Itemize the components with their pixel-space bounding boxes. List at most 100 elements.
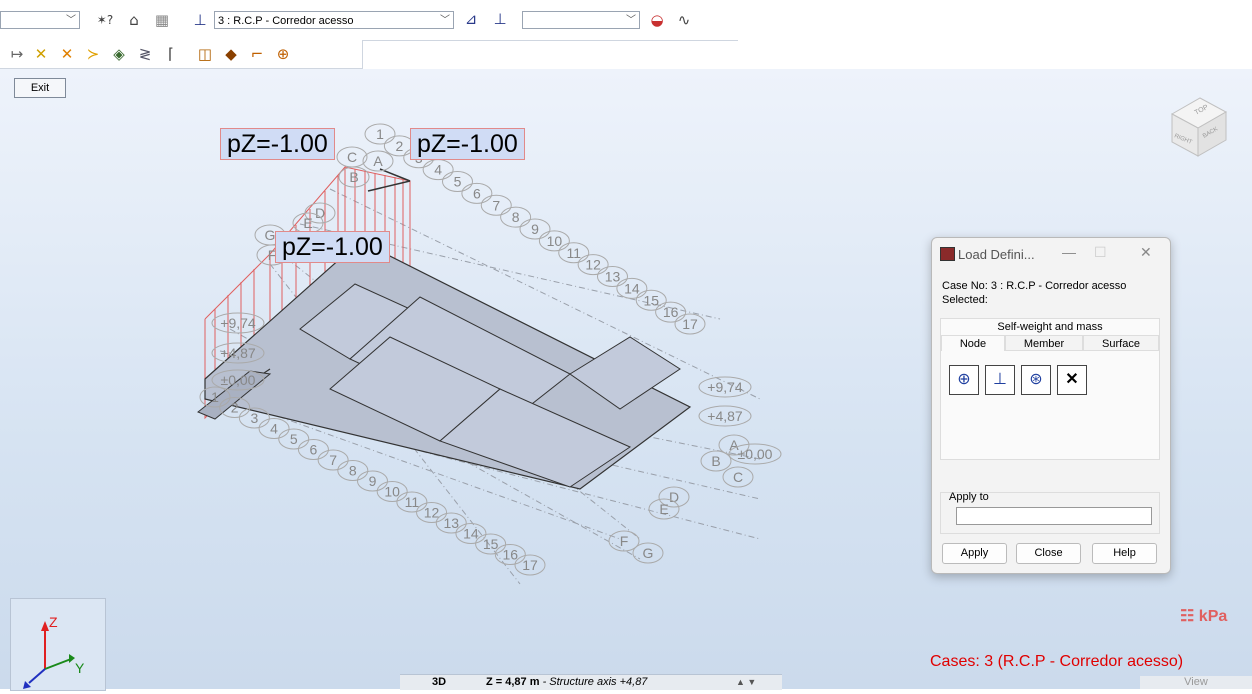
- tab-node[interactable]: Node: [941, 335, 1005, 351]
- grid-bubble: [475, 533, 507, 555]
- grid-letter-left: F: [268, 247, 277, 263]
- grid-bubble: [211, 312, 265, 334]
- chevron-down-icon: ﹀: [66, 15, 76, 26]
- exit-button[interactable]: Exit: [14, 78, 66, 98]
- z-value: Z = 4,87 m: [486, 676, 540, 688]
- apply-button[interactable]: Apply: [942, 543, 1007, 564]
- grid-bubble: [278, 428, 310, 450]
- release-icon[interactable]: ≷: [138, 45, 152, 63]
- material-icon[interactable]: ◆: [225, 45, 237, 63]
- display-icon[interactable]: ⌂: [129, 11, 139, 29]
- grid-number-bottom: 13: [443, 515, 459, 531]
- grid-number-top: 8: [512, 209, 520, 225]
- grid-bubble: [616, 277, 648, 299]
- offset-icon[interactable]: ⌈: [168, 45, 174, 63]
- close-icon[interactable]: ✕: [1140, 244, 1152, 260]
- tab-surface[interactable]: Surface: [1083, 335, 1159, 351]
- load-definition-dialog[interactable]: Load Defini... — ☐ ✕ Case No: 3 : R.C.P …: [931, 237, 1171, 574]
- grid-letter-left: E: [303, 215, 312, 231]
- grid-bubble: [336, 146, 368, 168]
- panel-icon[interactable]: ◈: [113, 45, 125, 63]
- dimension-icon[interactable]: ↦: [10, 45, 24, 63]
- level-left: +4,87: [220, 345, 256, 361]
- grid-number-bottom: 17: [522, 557, 538, 573]
- units-indicator: ☷ kPa: [1180, 606, 1227, 626]
- grid-number-top: 1: [376, 126, 384, 142]
- load-case-icon[interactable]: ⊥: [193, 11, 207, 29]
- grid-bubble: [648, 498, 680, 520]
- status-bar: 3D Z = 4,87 m - Structure axis +4,87 ▲ ▼: [400, 674, 782, 690]
- grid-bubble: [632, 542, 664, 564]
- grid-bubble: [219, 397, 251, 418]
- grid-bubble: [519, 218, 551, 240]
- load-label: pZ=-1.00: [410, 128, 525, 160]
- grid-letter-right: B: [711, 453, 720, 469]
- grid-bubble: [376, 481, 408, 502]
- selected-label: Selected:: [942, 294, 988, 306]
- grid-letter-right: A: [729, 437, 739, 453]
- page-icon[interactable]: ▦: [154, 11, 170, 29]
- grid-number-bottom: 16: [503, 547, 519, 563]
- grid-bubble: [718, 434, 750, 456]
- grid-number-top: 16: [663, 304, 679, 320]
- load-table-icon[interactable]: ⊥: [493, 10, 507, 28]
- main-toolbar: ﹀ ✶? ⌂ ▦ ⊥ 3 : R.C.P - Corredor acesso ﹀…: [0, 0, 738, 41]
- dialog-title: Load Defini...: [958, 247, 1035, 262]
- support-icon[interactable]: ≻: [86, 45, 100, 63]
- minimize-icon[interactable]: —: [1062, 244, 1076, 260]
- view-combo[interactable]: ﹀: [0, 11, 80, 29]
- load-type-icon[interactable]: ⊿: [464, 10, 478, 28]
- grid-letter-right: E: [659, 501, 668, 517]
- grid-bubble: [416, 502, 448, 523]
- bar-icon[interactable]: ✕: [34, 45, 48, 63]
- imposed-displacement-icon[interactable]: ⊥: [985, 365, 1015, 395]
- results-icon[interactable]: ◒: [650, 11, 664, 29]
- load-case-combo[interactable]: 3 : R.C.P - Corredor acesso ﹀: [214, 11, 454, 29]
- grid-bubble: [608, 530, 640, 552]
- grid-line: [329, 188, 761, 400]
- grid-number-bottom: 2: [231, 400, 239, 416]
- deformation-icon[interactable]: ∿: [677, 11, 691, 29]
- grid-bubble: [558, 242, 590, 264]
- view-cube[interactable]: TOP RIGHT BACK: [1168, 92, 1230, 158]
- help-button[interactable]: Help: [1092, 543, 1157, 564]
- grid-bubbles: 1234567891011121314151617123456789101112…: [199, 123, 782, 576]
- modeling-toolbar: ↦ ✕ ✕ ≻ ◈ ≷ ⌈ ◫ ◆ ⌐ ⊕: [0, 40, 363, 69]
- grid-bubble: [655, 301, 687, 323]
- grid-bubble: [364, 123, 396, 145]
- pipe-icon[interactable]: ⌐: [250, 45, 264, 63]
- load-icon: ☷: [1180, 608, 1195, 625]
- apply-to-group: Apply to: [940, 491, 1160, 534]
- axis-triad: Z Y: [23, 614, 85, 689]
- grid-bubble: [461, 182, 493, 204]
- auxiliary-node-icon[interactable]: ⊛: [1021, 365, 1051, 395]
- grid-number-bottom: 9: [369, 473, 377, 489]
- grid-number-top: 7: [492, 197, 500, 213]
- grid-number-bottom: 15: [483, 536, 499, 552]
- grid-bubble: [700, 450, 732, 472]
- cross-bar-icon[interactable]: ✕: [60, 45, 74, 63]
- view-tab[interactable]: View: [1140, 676, 1252, 689]
- grid-number-top: 2: [395, 138, 403, 154]
- grid-number-bottom: 4: [270, 421, 278, 437]
- context-help-icon[interactable]: ✶?: [96, 13, 114, 27]
- section-icon[interactable]: ◫: [197, 45, 213, 63]
- apply-to-input[interactable]: [956, 507, 1152, 525]
- z-level-spinner[interactable]: ▲ ▼: [736, 677, 757, 687]
- grid-letter-right: D: [669, 489, 679, 505]
- nodal-force-icon[interactable]: ⊕: [949, 365, 979, 395]
- grid-bubble: [435, 512, 467, 534]
- z-desc: - Structure axis +4,87: [539, 676, 648, 688]
- structure-icon[interactable]: ⊕: [276, 45, 290, 63]
- tab-panel: Self-weight and mass Node Member Surface…: [940, 318, 1160, 460]
- delete-load-icon[interactable]: ✕: [1057, 365, 1087, 395]
- filter-combo[interactable]: ﹀: [522, 11, 640, 29]
- view-mode[interactable]: 3D: [431, 676, 447, 688]
- tab-member[interactable]: Member: [1005, 335, 1083, 351]
- grid-bubble: [728, 443, 782, 465]
- grid-number-bottom: 6: [310, 442, 318, 458]
- close-button[interactable]: Close: [1016, 543, 1081, 564]
- grid-number-bottom: 8: [349, 463, 357, 479]
- tab-self-weight[interactable]: Self-weight and mass: [997, 321, 1103, 333]
- grid-bubble: [442, 171, 473, 192]
